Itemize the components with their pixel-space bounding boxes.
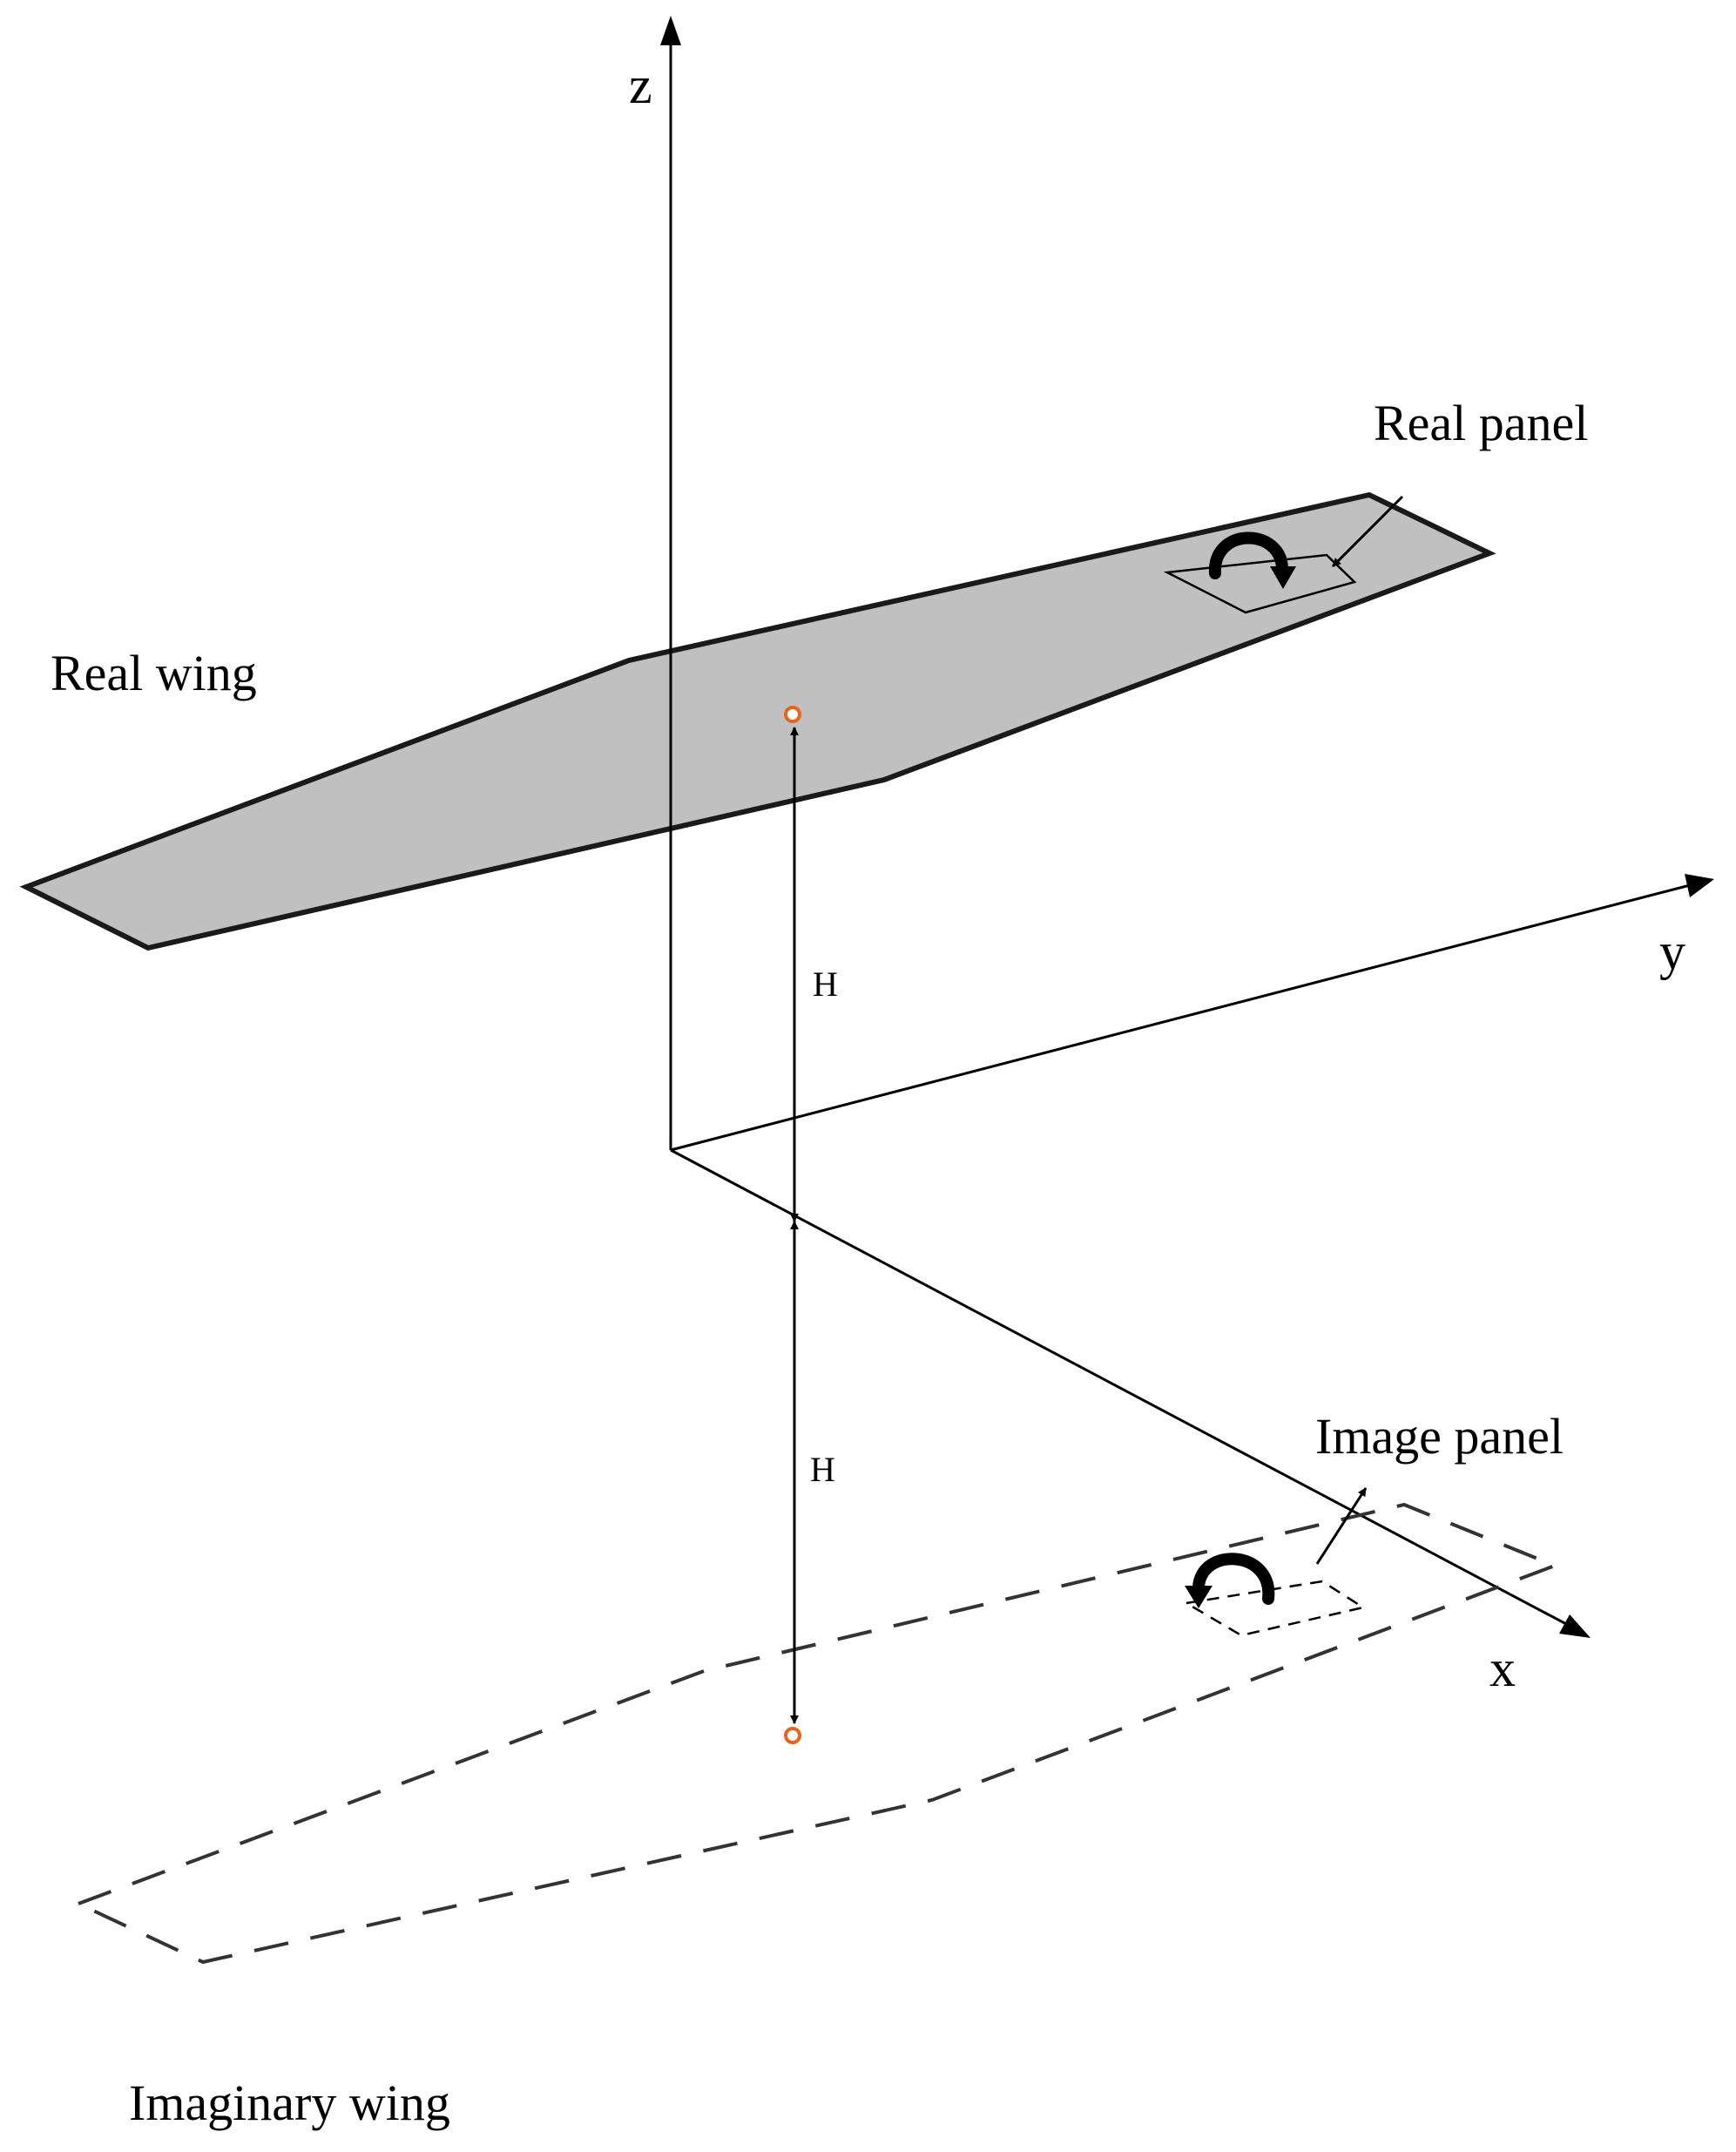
image-panel-label: Image panel	[1315, 1408, 1564, 1465]
real-wing-label: Real wing	[51, 645, 257, 701]
image-point-marker	[784, 1727, 801, 1744]
real-panel-shape	[1163, 553, 1357, 614]
imaginary-wing-shape	[73, 1502, 1560, 1965]
x-axis	[670, 1148, 1569, 1627]
real-wing-shape	[19, 491, 1496, 951]
height-label-upper: H	[813, 964, 838, 1004]
y-axis	[670, 883, 1691, 1152]
image-panel-shape	[1183, 1580, 1367, 1637]
x-axis-label: x	[1489, 1640, 1516, 1697]
curved-arrow-icon	[1209, 531, 1296, 589]
curved-arrow-icon	[1185, 1553, 1275, 1608]
y-axis-label: y	[1659, 923, 1685, 980]
z-axis-label: z	[629, 57, 652, 114]
x-axis-arrowhead	[1559, 1614, 1591, 1638]
image-panel-leader-arrow	[1315, 1487, 1368, 1565]
y-axis-arrowhead	[1685, 874, 1714, 897]
real-panel-label: Real panel	[1374, 395, 1588, 451]
z-axis-arrowhead	[660, 16, 681, 45]
height-label-lower: H	[810, 1450, 835, 1489]
real-panel-leader-arrow	[1331, 495, 1404, 568]
real-point-marker	[784, 706, 801, 723]
imaginary-wing-label: Imaginary wing	[129, 2074, 450, 2131]
